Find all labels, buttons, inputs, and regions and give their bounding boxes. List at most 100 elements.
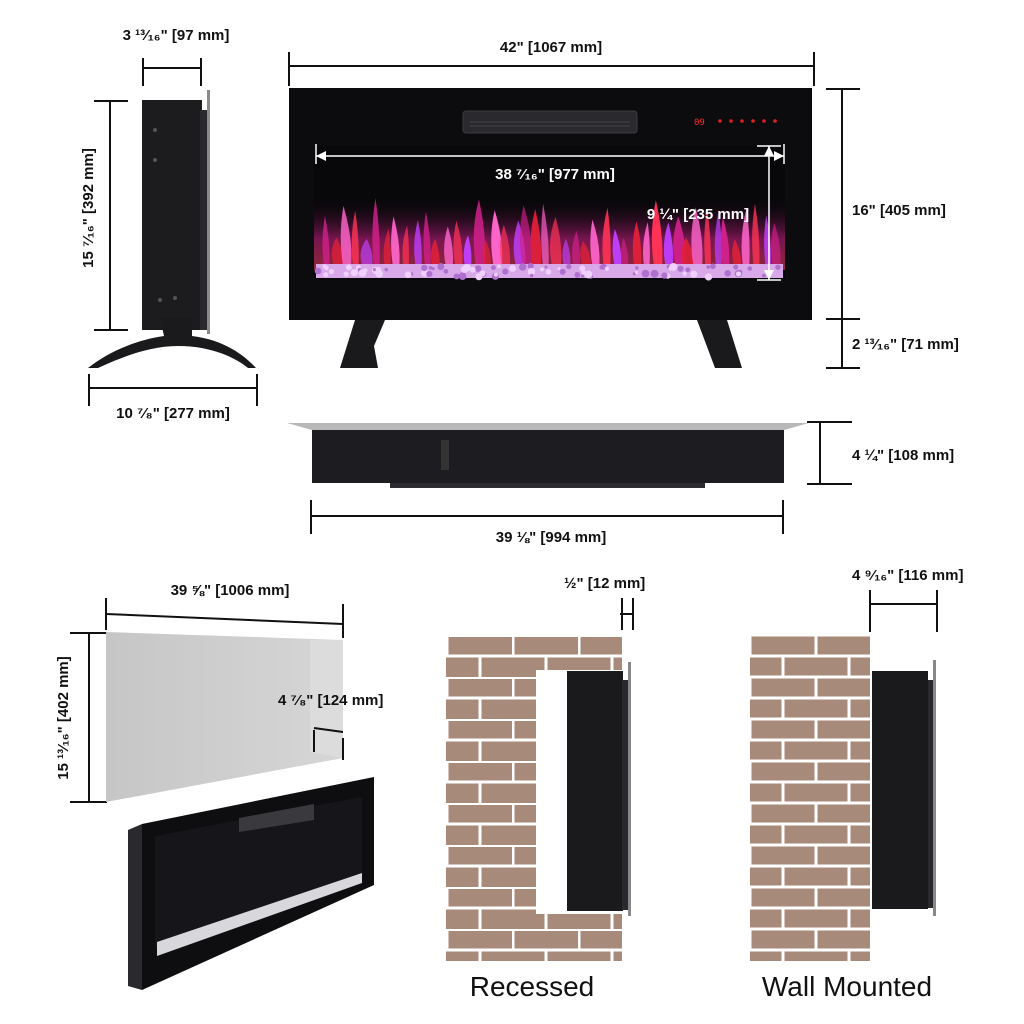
crystal <box>343 271 349 277</box>
crystal <box>747 266 753 271</box>
flame-tongue <box>322 215 330 266</box>
crystal <box>527 267 536 276</box>
crystal <box>458 272 467 281</box>
flame-tongue <box>602 207 611 266</box>
crystal <box>604 266 609 271</box>
crystal <box>491 265 496 271</box>
side-glass-panel <box>207 90 210 334</box>
crystal <box>460 265 469 274</box>
front-view: 42" [1067 mm] 09 38 ⁷⁄₁₆" [977 mm] <box>288 39 959 369</box>
flame-tongue <box>430 238 440 266</box>
side-view: 3 ¹³⁄₁₆" [97 mm] 15 ⁷⁄₁₆" [392 mm] 10 ⁷⁄… <box>80 27 258 422</box>
flame-tongue <box>331 237 344 266</box>
crystal <box>690 270 698 278</box>
side-depth-label: 3 ¹³⁄₁₆" [97 mm] <box>123 27 230 44</box>
front-stand-right <box>697 320 742 368</box>
flame-tongue <box>549 216 562 266</box>
wall-mount-install: 4 ⁹⁄₁₆" [116 mm] Wall Mounted <box>748 567 963 1002</box>
top-view: 4 ¼" [108 mm] 39 ⅛" [994 mm] <box>287 421 954 546</box>
flame-tongue <box>752 203 760 266</box>
flame-tongue <box>691 207 703 266</box>
wall-mount-unit-body <box>872 671 928 909</box>
crystal <box>574 272 581 278</box>
flame-tongue <box>651 200 663 266</box>
crystal <box>736 271 742 277</box>
flame-tongue <box>491 210 503 266</box>
crystal <box>345 264 352 271</box>
crystal <box>384 267 389 272</box>
wall-mount-brick-wall <box>750 635 870 961</box>
crystal <box>579 265 586 272</box>
recessed-unit-body <box>567 671 623 911</box>
crystal <box>437 263 445 271</box>
flame-tongue <box>473 199 486 266</box>
recess-width-label: 39 ⅝" [1006 mm] <box>171 582 290 599</box>
flame-tongue <box>681 237 694 266</box>
recess-height-label: 15 ¹³⁄₁₆" [402 mm] <box>55 656 72 780</box>
recess-depth-label: 4 ⁷⁄₈" [124 mm] <box>278 692 383 709</box>
crystal <box>372 267 377 272</box>
led-display: 09 <box>694 118 705 128</box>
crystal <box>428 265 433 270</box>
flame-tongue <box>340 205 352 266</box>
recess-back-wall <box>106 632 343 802</box>
flame-tongue <box>562 238 571 266</box>
crystal <box>775 264 781 270</box>
flame-tongue <box>704 208 711 266</box>
recessed-glass-panel <box>628 662 631 916</box>
crystal <box>761 273 766 278</box>
crystal <box>706 265 711 269</box>
flame-tongue <box>423 211 431 266</box>
side-unit-body <box>142 100 202 330</box>
crystal <box>632 272 636 276</box>
crystal <box>545 269 552 275</box>
crystal <box>328 268 335 275</box>
crystal <box>650 269 659 278</box>
flame-tongue <box>414 219 422 266</box>
crystal <box>509 265 517 272</box>
top-glass-edge <box>287 423 809 430</box>
crystal <box>724 270 731 277</box>
crystal <box>580 274 585 278</box>
flame-tongue <box>580 240 591 266</box>
crystal <box>544 265 548 269</box>
recessed-install: ½" [12 mm] Recessed <box>446 575 645 1002</box>
flame-tongue <box>360 238 373 266</box>
crystal <box>566 263 572 270</box>
top-unit-body <box>312 430 784 483</box>
crystal <box>443 269 449 274</box>
crystal <box>584 270 593 279</box>
stand-width-label: 10 ⁷⁄₈" [277 mm] <box>116 405 230 422</box>
crystal <box>677 265 684 272</box>
flame-tongue <box>632 221 642 266</box>
flame-tongue <box>453 220 463 266</box>
crystal <box>474 265 482 272</box>
crystal <box>559 268 566 275</box>
flames <box>322 197 781 266</box>
viewing-height-label: 9 ¼" [235 mm] <box>647 206 749 223</box>
crystal <box>426 270 433 278</box>
side-height-label: 15 ⁷⁄₁₆" [392 mm] <box>80 148 97 268</box>
recess-opening: 39 ⅝" [1006 mm] 15 ¹³⁄₁₆" [402 mm] 4 ⁷⁄₈… <box>55 582 383 990</box>
top-body-width-label: 39 ⅛" [994 mm] <box>496 529 607 546</box>
flame-tongue <box>519 205 533 266</box>
crystal <box>539 267 545 272</box>
flame-tongue <box>620 237 629 266</box>
crystal <box>527 262 534 270</box>
crystal <box>322 264 327 269</box>
crystal <box>682 271 687 276</box>
flame-tongue <box>720 217 730 266</box>
flame-tongue <box>590 219 600 266</box>
recessed-protrusion-label: ½" [12 mm] <box>564 575 645 592</box>
crystal <box>479 270 486 277</box>
flame-tongue <box>444 226 454 266</box>
crystal <box>350 269 358 277</box>
crystal <box>469 266 476 273</box>
viewing-width-label: 38 ⁷⁄₁₆" [977 mm] <box>495 166 615 183</box>
crystal <box>634 270 639 275</box>
crystal <box>519 263 527 271</box>
flame-tongue <box>572 230 581 266</box>
top-depth-label: 4 ¼" [108 mm] <box>852 447 954 464</box>
flame-tongue <box>741 207 750 266</box>
